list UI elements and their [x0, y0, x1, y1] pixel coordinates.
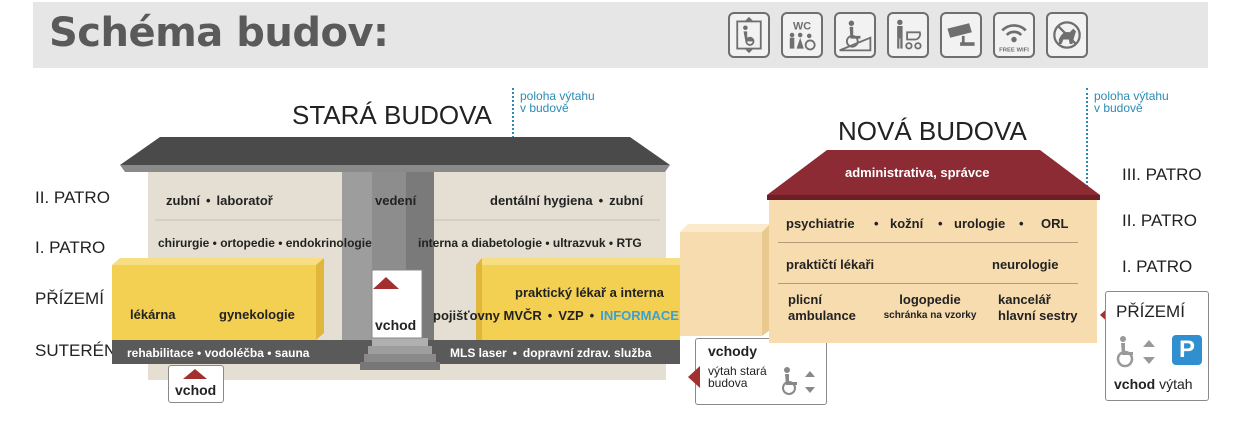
new-floor-divider-1 — [778, 242, 1078, 243]
dentalni-hygiena-label: dentální hygiena — [490, 193, 593, 208]
dopravni-label: dopravní zdrav. služba — [522, 346, 652, 360]
bullet: • — [598, 193, 604, 208]
old-floor2-center: vedení — [375, 193, 417, 208]
kancelar-label: kancelář hlavní sestry — [998, 292, 1078, 324]
level-label-2: II. PATRO — [35, 188, 110, 207]
new-level-label-3: III. PATRO — [1122, 165, 1202, 184]
vytah-text: výtah — [1159, 376, 1193, 392]
bullet: • — [547, 308, 553, 323]
logopedie-line: logopedie — [899, 292, 961, 307]
connector-entrance-box: vchody výtah stará budova — [695, 338, 827, 405]
gynekologie-label: gynekologie — [219, 307, 295, 322]
mls-laser-label: MLS laser — [450, 346, 507, 360]
elevator-icon — [728, 12, 770, 58]
bullet: • — [938, 216, 943, 231]
kozni-label: kožní — [890, 216, 924, 231]
bullet: • — [512, 346, 517, 360]
cctv-camera-icon — [940, 12, 982, 58]
vytah-line2: budova — [708, 376, 748, 390]
zubni-right-label: zubní — [609, 193, 644, 208]
kancelar-line: kancelář — [998, 292, 1051, 307]
central-entrance-label: vchod — [375, 317, 417, 333]
page-title: Schéma budov: — [49, 10, 389, 56]
vzp-label: VZP — [558, 308, 584, 323]
header-bar: Schéma budov: WC FREE WIFI — [33, 2, 1208, 68]
level-label-basement: SUTERÉN — [35, 341, 117, 360]
connector-elevator-arrow — [688, 366, 700, 388]
old-elevator-note-line1: poloha výtahu — [520, 89, 595, 103]
pojistovny-label: pojišťovny MVČR — [433, 308, 542, 323]
hlavni-sestry-line: hlavní sestry — [998, 308, 1078, 323]
bullet: • — [874, 216, 879, 231]
basement-left: rehabilitace • vodoléčba • sauna — [127, 346, 310, 360]
new-building-name: NOVÁ BUDOVA — [838, 116, 1027, 146]
ambulance-line: ambulance — [788, 308, 856, 323]
zubni-label: zubní — [166, 193, 200, 208]
old-floor1-left: chirurgie • ortopedie • endokrinologie — [158, 236, 372, 250]
wc-accessible-icon: WC — [781, 12, 823, 58]
plicni-ambulance-label: plicní ambulance — [788, 292, 856, 324]
old-floor1-right: interna a diabetologie • ultrazvuk • RTG — [418, 236, 642, 250]
new-level-label-ground: PŘÍZEMÍ — [1116, 302, 1185, 321]
connector-building — [680, 224, 770, 336]
bullet: • — [205, 193, 211, 208]
side-entrance-box: vchod — [168, 365, 224, 403]
old-building-graphic — [112, 137, 680, 380]
vchody-label: vchody — [708, 343, 758, 359]
new-entry-label: vchod výtah — [1114, 376, 1193, 392]
neurologie-label: neurologie — [992, 257, 1059, 272]
side-entrance-arrow — [183, 369, 207, 379]
wheelchair-ramp-icon — [834, 12, 876, 58]
new-level-label-1: I. PATRO — [1122, 257, 1193, 276]
administrativa-label: administrativa, správce — [845, 165, 990, 180]
schranka-line: schránka na vzorky — [883, 310, 977, 321]
level-label-1: I. PATRO — [35, 238, 106, 257]
orl-label: ORL — [1041, 216, 1069, 231]
psychiatrie-label: psychiatrie — [786, 216, 855, 231]
new-floor-divider-2 — [778, 283, 1078, 284]
laborator-label: laboratoř — [216, 193, 273, 208]
no-dogs-icon — [1046, 12, 1088, 58]
old-floor2-right: dentální hygiena • zubní — [490, 193, 643, 208]
new-elevator-note-line1: poloha výtahu — [1094, 89, 1169, 103]
new-entrance-box: PŘÍZEMÍ P vchod výtah — [1105, 291, 1209, 401]
old-building-name: STARÁ BUDOVA — [292, 100, 492, 130]
plicni-line: plicní — [788, 292, 822, 307]
urologie-label: urologie — [954, 216, 1006, 231]
wc-label: WC — [793, 21, 811, 33]
vytah-line1: výtah stará — [708, 364, 767, 378]
lekarna-label: lékárna — [130, 307, 176, 322]
new-elevator-note: poloha výtahu v budově — [1094, 90, 1169, 114]
old-elevator-note-line2: v budově — [520, 101, 569, 115]
parking-sign: P — [1172, 335, 1202, 365]
new-elevator-note-line2: v budově — [1094, 101, 1143, 115]
new-building-graphic — [767, 150, 1100, 343]
side-entrance-label: vchod — [175, 382, 217, 398]
old-elevator-note: poloha výtahu v budově — [520, 90, 595, 114]
wifi-label: FREE WIFI — [999, 47, 1029, 53]
vytah-stara-label: výtah stará budova — [708, 365, 767, 389]
vchod-bold: vchod — [1114, 376, 1156, 392]
bullet: • — [1019, 216, 1024, 231]
old-floor2-left: zubní • laboratoř — [166, 193, 273, 208]
logopedie-label: logopedie schránka na vzorky — [880, 292, 980, 324]
prakticti-lekari-label: praktičtí lékaři — [786, 257, 875, 272]
new-level-label-2: II. PATRO — [1122, 211, 1197, 230]
free-wifi-icon: FREE WIFI — [993, 12, 1035, 58]
pojistovny-row: pojišťovny MVČR • VZP • INFORMACE — [433, 308, 679, 323]
level-label-ground: PŘÍZEMÍ — [35, 289, 104, 308]
family-stroller-icon — [887, 12, 929, 58]
central-entrance-arrow — [373, 277, 399, 289]
wheelchair-elevator-icon — [1116, 336, 1155, 368]
bullet: • — [589, 308, 595, 323]
wheelchair-elevator-icon — [782, 367, 815, 395]
basement-right: MLS laser • dopravní zdrav. služba — [450, 346, 651, 360]
informace-label: INFORMACE — [600, 308, 679, 323]
prakticky-lekar-label: praktický lékař a interna — [515, 285, 664, 300]
